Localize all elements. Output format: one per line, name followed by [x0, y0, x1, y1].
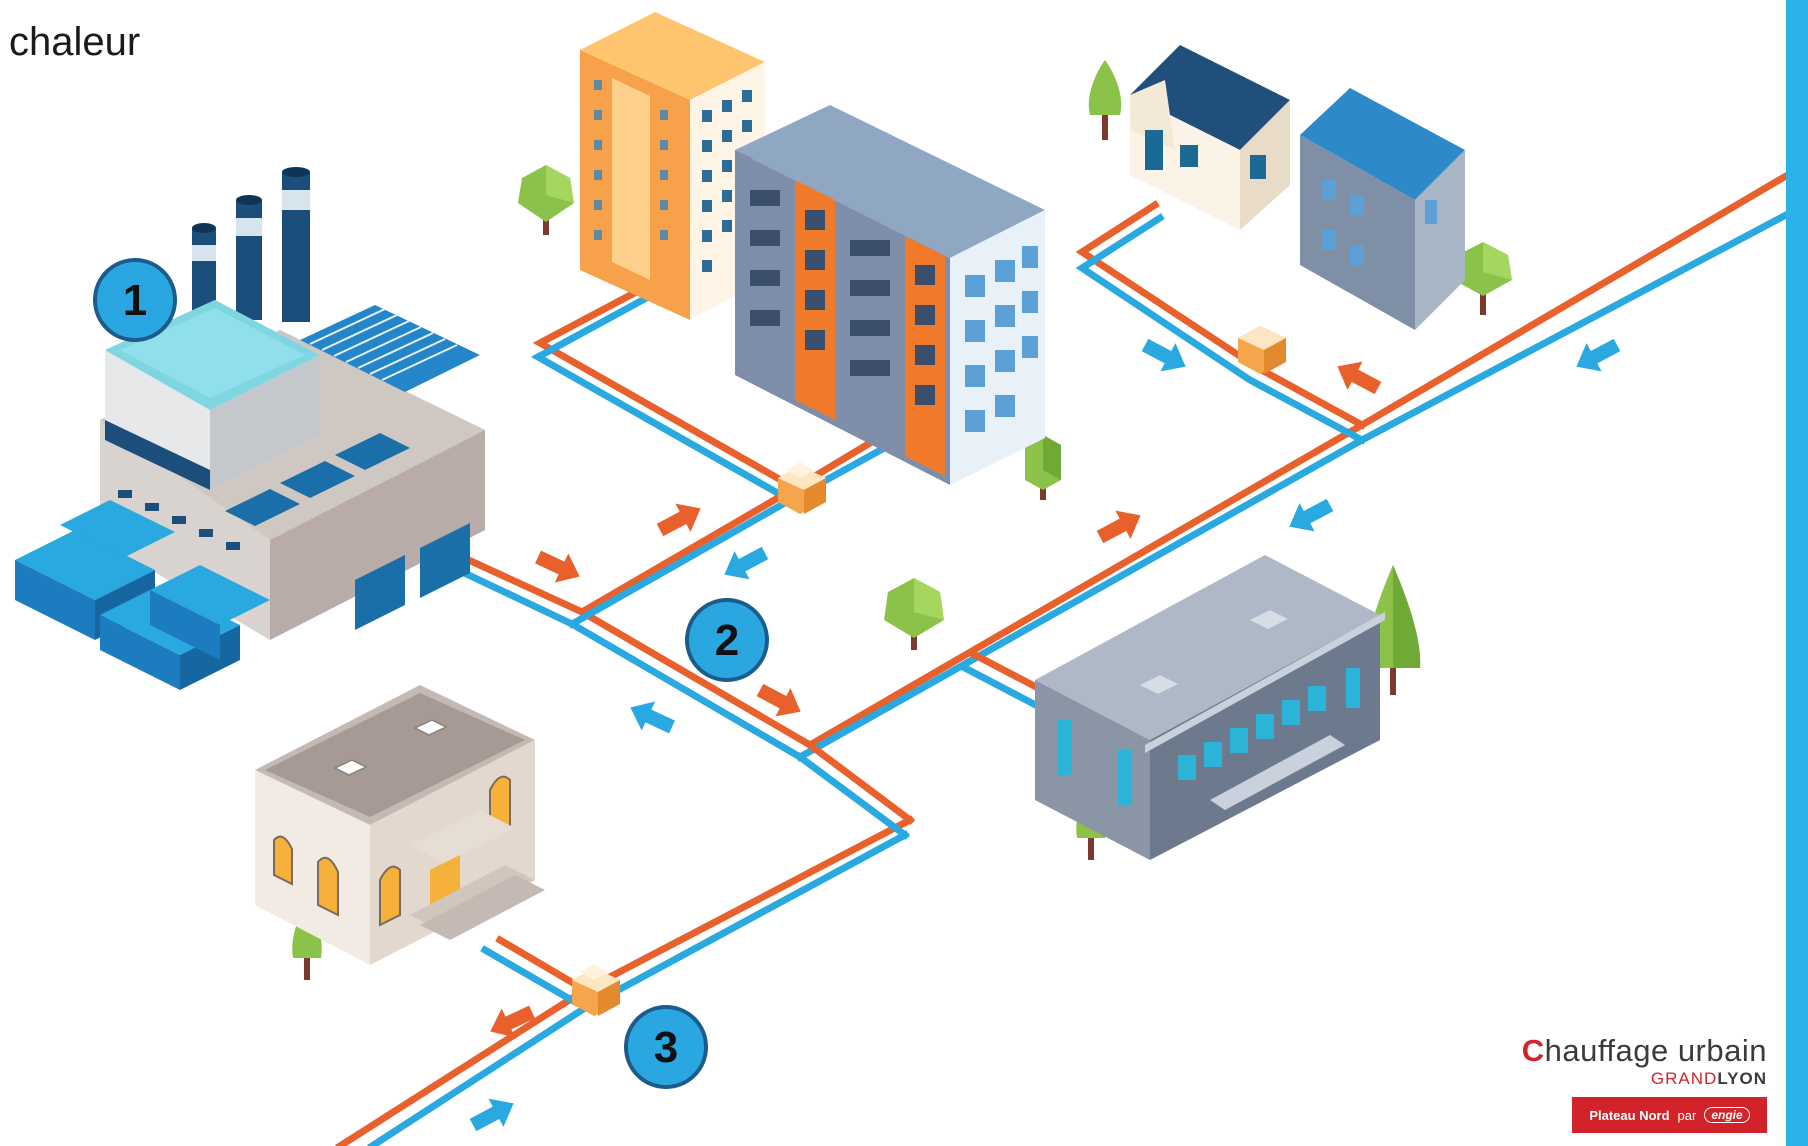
engie-logo-icon: engie	[1704, 1107, 1750, 1123]
flow-arrow-icon	[1141, 338, 1186, 372]
svg-text:3: 3	[654, 1023, 678, 1072]
flow-arrow-icon	[1576, 338, 1621, 372]
logo-badge: Plateau Nord par engie	[1572, 1097, 1767, 1133]
cold-pipe-c-down	[795, 752, 910, 840]
hot-pipe-apartment-loop	[532, 285, 800, 493]
chauffage-urbain-logo: Chauffage urbain GRANDLYON Plateau Nord …	[1505, 1033, 1767, 1135]
svg-text:1: 1	[123, 276, 147, 325]
hot-pipe-houses	[1075, 200, 1367, 430]
tree-icon	[1025, 435, 1061, 500]
flow-arrow-icon	[1337, 361, 1382, 395]
pipe-network	[335, 171, 1786, 1146]
logo-subtitle: GRANDLYON	[1651, 1069, 1767, 1089]
logo-sub-grand: GRAND	[1650, 1069, 1718, 1088]
house-icon	[1130, 45, 1290, 230]
flow-arrow-icon	[469, 1098, 514, 1132]
office-building-icon	[1035, 555, 1385, 860]
cold-pipe-main-1	[567, 619, 805, 762]
roof-vent	[1140, 610, 1288, 694]
hot-pipe-c-down	[805, 740, 915, 825]
house-icon	[1300, 88, 1465, 330]
flow-arrow-icon	[1289, 498, 1334, 532]
logo-badge-main: Plateau Nord	[1589, 1107, 1670, 1123]
heat-substation-apartments	[778, 462, 826, 514]
flow-arrow-icon	[490, 1005, 535, 1038]
flow-arrow-icon	[1096, 510, 1141, 544]
flow-arrow-icon	[535, 550, 580, 583]
public-building-icon	[255, 685, 545, 965]
cold-pipe-apartment-loop	[530, 291, 795, 505]
chimney	[192, 167, 310, 333]
tree-icon	[884, 578, 944, 650]
logo-title: Chauffage urbain	[1522, 1033, 1767, 1069]
storage-tanks	[15, 500, 270, 690]
tree-icon	[1454, 242, 1512, 315]
logo-brand-rest: hauffage urbain	[1544, 1033, 1767, 1068]
logo-sub-lyon: LYON	[1717, 1069, 1767, 1088]
marker-3: 3	[624, 1005, 708, 1089]
cold-pipe-mairie	[480, 945, 580, 1007]
flow-arrow-icon	[656, 503, 701, 537]
flow-arrow-icon	[630, 701, 675, 734]
heat-substation-mairie	[572, 964, 620, 1016]
tree-icon	[1088, 60, 1122, 140]
logo-brand-initial: C	[1521, 1033, 1545, 1068]
apartment-building-icon	[735, 105, 1045, 485]
heat-substation-houses	[1238, 326, 1286, 374]
flow-arrow-icon	[756, 683, 801, 717]
hot-pipe-mairie	[495, 935, 590, 995]
accent-stripe	[1786, 0, 1808, 1146]
roof-vent	[333, 719, 448, 776]
flow-arrow-icon	[724, 546, 769, 580]
hot-pipe-main-1	[577, 607, 815, 750]
cold-pipe-houses	[1075, 213, 1367, 445]
logo-badge-par: par	[1677, 1107, 1697, 1123]
cold-pipe-branch-apartments	[567, 430, 913, 629]
factory-icon	[15, 167, 485, 690]
tree-icon	[518, 165, 574, 235]
diagram-title: chaleur	[9, 20, 141, 64]
marker-2: 2	[685, 598, 769, 682]
svg-text:2: 2	[715, 616, 739, 665]
hot-pipe-branch-apartments	[577, 420, 905, 617]
marker-1: 1	[93, 258, 177, 342]
